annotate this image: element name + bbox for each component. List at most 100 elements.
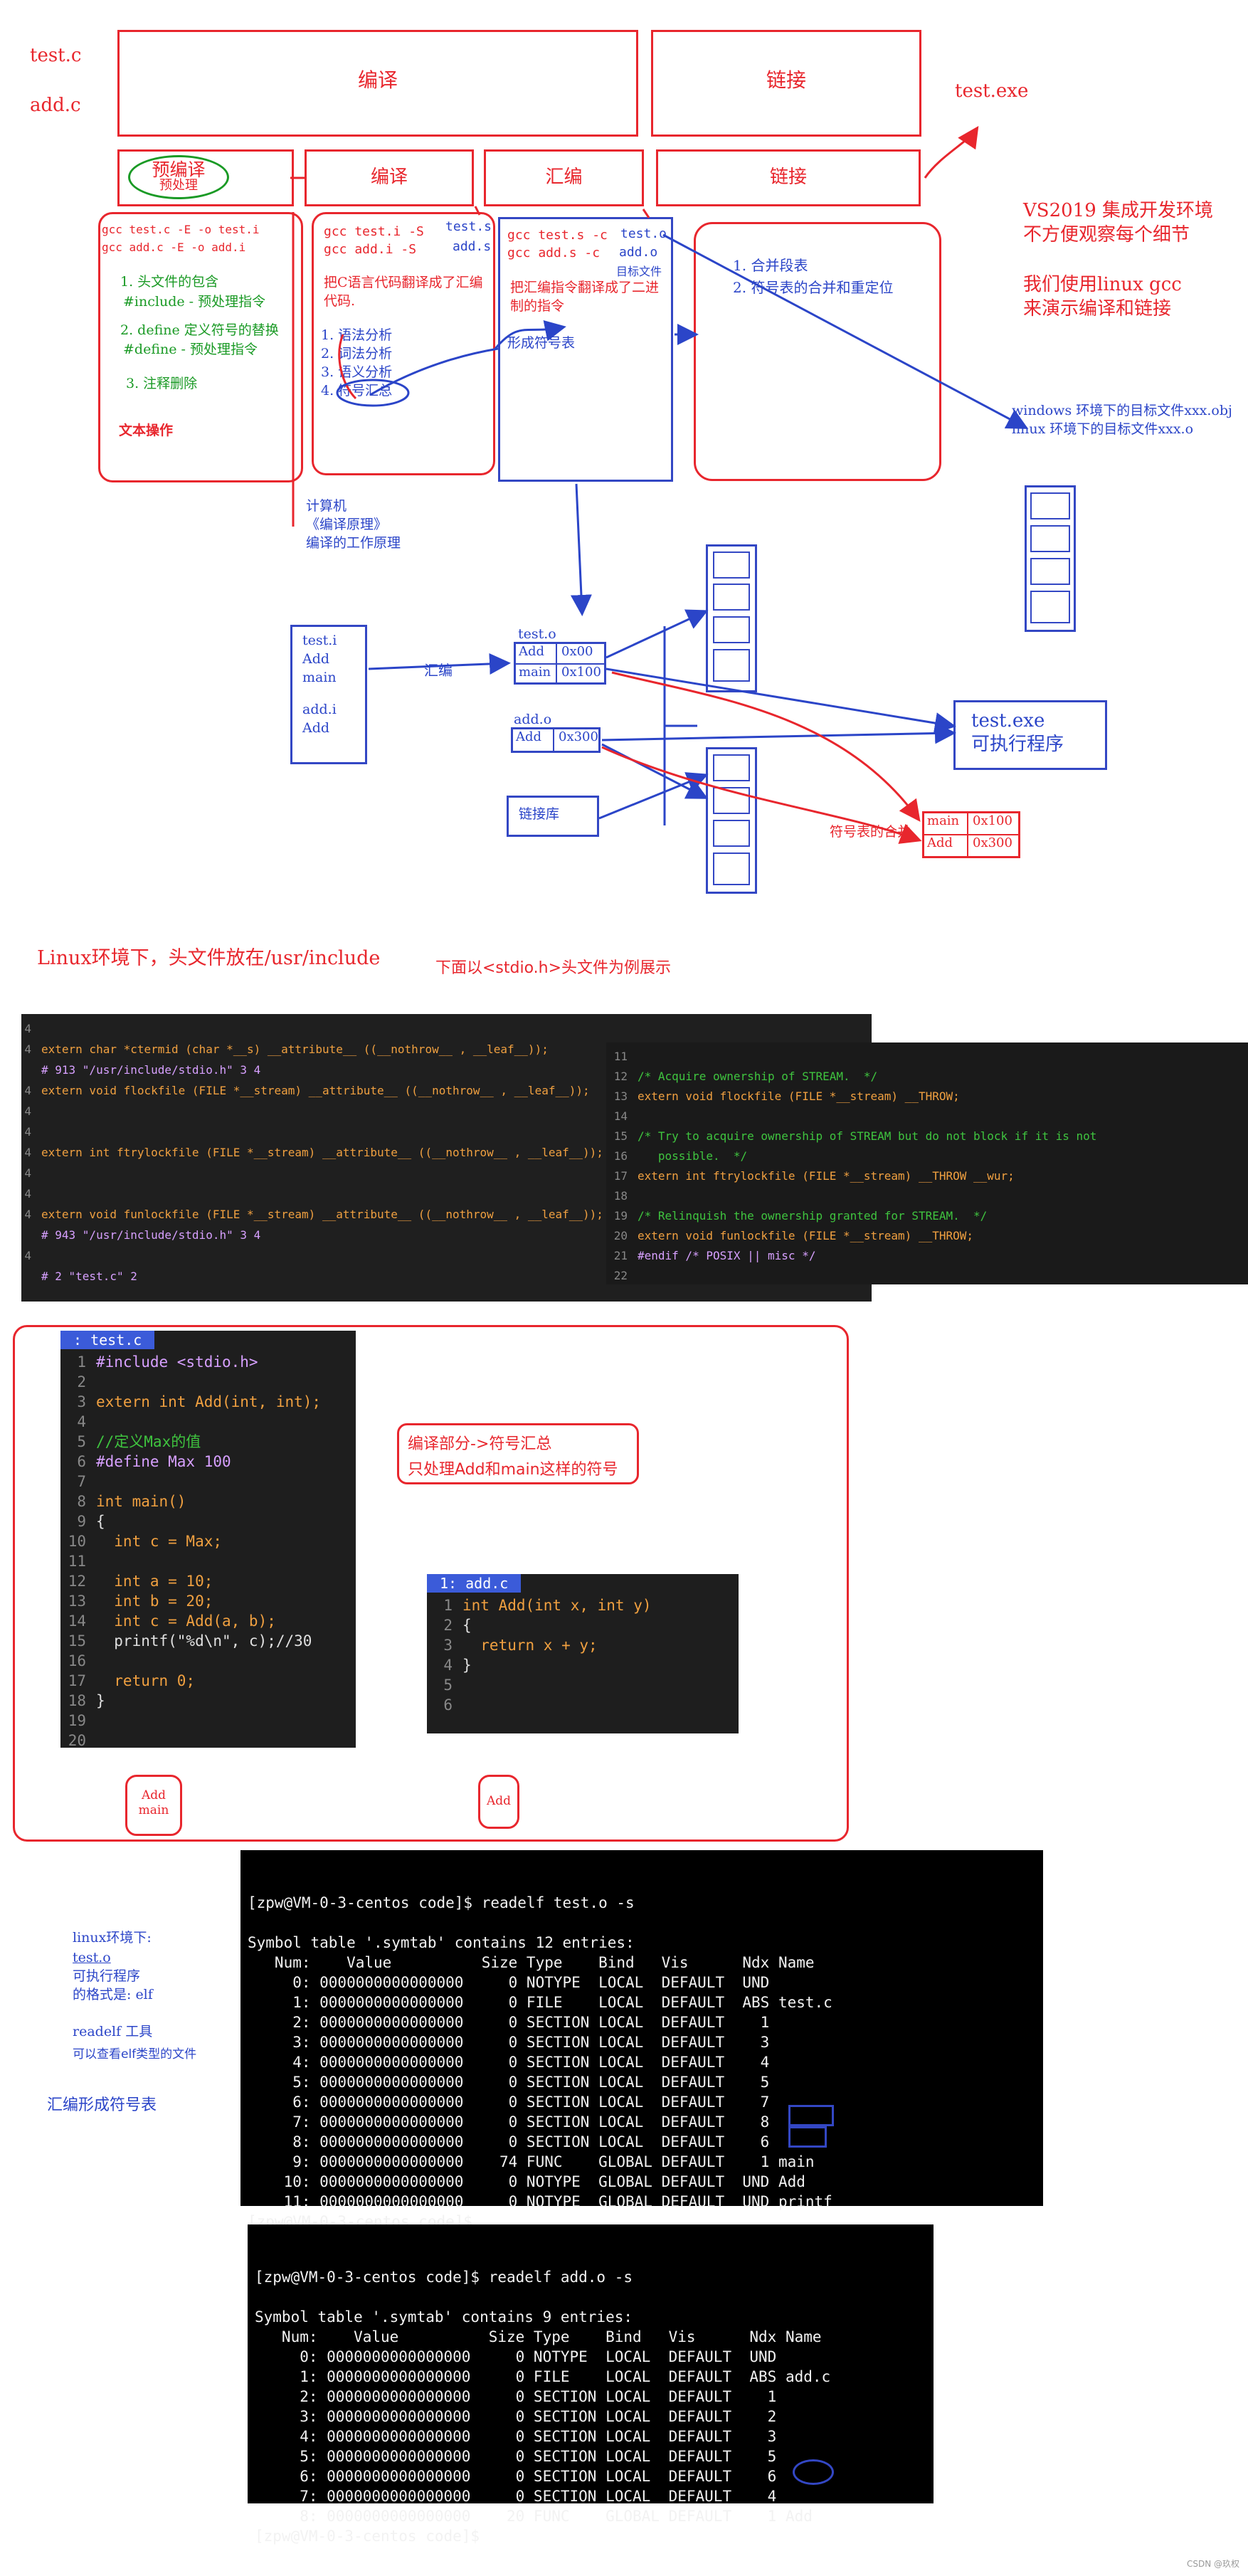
line-number: 16 [68, 1652, 86, 1669]
line-text: } [96, 1692, 105, 1709]
line-text: extern char *ctermid (char *__s) __attri… [41, 1042, 549, 1056]
code-line: 16 possible. */ [606, 1146, 1248, 1166]
vim-tab-add-c[interactable]: 1: add.c [427, 1574, 522, 1593]
code-line: 13 int b = 20; [60, 1591, 356, 1611]
elf-note-1: linux环境下: [73, 1930, 152, 1946]
line-number: 4 [24, 1187, 31, 1200]
link-detail: 1. 合并段表 2. 符号表的合并和重定位 [694, 222, 941, 481]
line-number: 19 [613, 1209, 628, 1223]
line-text: #endif /* POSIX || misc */ [638, 1249, 816, 1262]
stdio-i-lines: 4 4 extern char *ctermid (char *__s) __att… [21, 1018, 872, 1287]
code-line: 12 int a = 10; [60, 1571, 356, 1591]
note-vs-4: 来演示编译和链接 [1023, 298, 1172, 320]
terminal-line: Symbol table '.symtab' contains 9 entrie… [255, 2308, 633, 2326]
output-exe-label: test.exe [955, 80, 1029, 102]
terminal-line: 2: 0000000000000000 0 SECTION LOCAL DEFA… [248, 2014, 770, 2031]
terminal-line: 5: 0000000000000000 0 SECTION LOCAL DEFA… [255, 2448, 777, 2465]
code-line: 16 [60, 1651, 356, 1671]
line-text: /* Relinquish the ownership granted for … [638, 1209, 988, 1223]
line-number: 4 [24, 1249, 31, 1262]
terminal-readelf-add-o: [zpw@VM-0-3-centos code]$ readelf add.o … [248, 2224, 934, 2545]
line-text: extern void flockfile (FILE *__stream) _… [638, 1089, 960, 1103]
line-text: /* Acquire ownership of STREAM. */ [638, 1070, 878, 1083]
code-line: 18} [60, 1691, 356, 1711]
compile-detail: gcc test.i -S gcc add.i -S 把C语言代码翻译成了汇编代… [312, 212, 495, 475]
terminal-line: 0: 0000000000000000 0 NOTYPE LOCAL DEFAU… [255, 2348, 777, 2365]
line-number: 4 [24, 1104, 31, 1118]
terminal-line: 7: 0000000000000000 0 SECTION LOCAL DEFA… [255, 2488, 777, 2505]
terminal-line: Num: Value Size Type Bind Vis Ndx Name [248, 1954, 815, 1971]
diagram-arrows [290, 126, 1029, 844]
exe-box: test.exe 可执行程序 [953, 700, 1107, 770]
line-text: int b = 20; [96, 1593, 213, 1610]
note-vs-1: VS2019 集成开发环境 [1023, 200, 1214, 221]
line-number: 22 [613, 1269, 628, 1282]
vim-tab-test-c[interactable]: : test.c [60, 1331, 155, 1349]
sym-box-2: Add [478, 1775, 519, 1829]
line-number: 4 [24, 1166, 31, 1180]
line-text: return x + y; [462, 1637, 598, 1654]
linux-include-note: Linux环境下，头文件放在/usr/include [37, 947, 381, 969]
code-line: 9{ [60, 1511, 356, 1531]
asm-target: 目标文件 [616, 265, 662, 278]
line-text: return 0; [96, 1672, 196, 1689]
computer-note-1: 计算机 [306, 498, 347, 514]
line-number: 15 [613, 1129, 628, 1143]
code-line: 18 [606, 1186, 1248, 1206]
note-obj-1: windows 环境下的目标文件xxx.obj [1012, 403, 1232, 418]
code-line: 17 return 0; [60, 1671, 356, 1691]
line-number: 13 [68, 1593, 86, 1610]
terminal-readelf-test-o: [zpw@VM-0-3-centos code]$ readelf test.o… [240, 1850, 1043, 2230]
preprocess-detail: gcc test.c -E -o test.i gcc add.c -E -o … [98, 212, 303, 482]
terminal-line: 0: 0000000000000000 0 NOTYPE LOCAL DEFAU… [248, 1974, 770, 1991]
note-vs-3: 我们使用linux gcc [1023, 274, 1182, 295]
compile-note-box: 编译部分->符号汇总 只处理Add和main这样的符号 [397, 1423, 639, 1484]
asm-out-2: add.o [619, 245, 658, 260]
line-number: 8 [77, 1493, 86, 1510]
terminal-line: 6: 0000000000000000 0 SECTION LOCAL DEFA… [255, 2468, 777, 2485]
terminal-line: 4: 0000000000000000 0 SECTION LOCAL DEFA… [248, 2054, 770, 2071]
code-line: 4 [21, 1245, 872, 1266]
elf-note-5: readelf 工具 [73, 2024, 153, 2039]
line-number: 7 [77, 1473, 86, 1490]
code-line: 5//定义Max的值 [60, 1432, 356, 1452]
line-number: 3 [443, 1637, 453, 1654]
terminal-line: 3: 0000000000000000 0 SECTION LOCAL DEFA… [255, 2408, 777, 2425]
line-number: 21 [613, 1249, 628, 1262]
box-compile-label: 编译 [357, 68, 398, 92]
code-line: 15 /* Try to acquire ownership of STREAM … [606, 1126, 1248, 1146]
code-line: 12/* Acquire ownership of STREAM. */ [606, 1067, 1248, 1087]
asm-out-1: test.o [620, 226, 667, 241]
terminal-line: Symbol table '.symtab' contains 12 entri… [248, 1934, 635, 1951]
line-number: 5 [443, 1677, 453, 1694]
note-obj-2: linux 环境下的目标文件xxx.o [1012, 421, 1194, 437]
line-text: possible. */ [638, 1149, 748, 1163]
code-line: 15 printf("%d\n", c);//30 [60, 1631, 356, 1651]
code-line: 1#include <stdio.h> [60, 1352, 356, 1372]
line-number: 17 [613, 1169, 628, 1183]
code-line: 4} [427, 1655, 739, 1675]
terminal-line: [zpw@VM-0-3-centos code]$ readelf test.o… [248, 1894, 635, 1911]
terminal-line: 1: 0000000000000000 0 FILE LOCAL DEFAULT… [255, 2368, 831, 2385]
code-line: 11 [60, 1551, 356, 1571]
line-text: extern void flockfile (FILE *__stream) _… [41, 1084, 590, 1097]
line-number: 1 [443, 1597, 453, 1614]
line-number: 4 [24, 1125, 31, 1139]
line-number: 2 [443, 1617, 453, 1634]
line-text: /* Try to acquire ownership of STREAM bu… [638, 1129, 1097, 1143]
line-number: 4 [24, 1042, 31, 1056]
line-text: # 943 "/usr/include/stdio.h" 3 4 [41, 1228, 261, 1242]
terminal-line [255, 2287, 926, 2307]
code-panel [13, 1325, 849, 1842]
terminal-line: 2: 0000000000000000 0 SECTION LOCAL DEFA… [255, 2388, 777, 2405]
line-number: 5 [77, 1433, 86, 1450]
terminal-line: 3: 0000000000000000 0 SECTION LOCAL DEFA… [248, 2034, 770, 2051]
code-line: 4 [21, 1183, 872, 1204]
